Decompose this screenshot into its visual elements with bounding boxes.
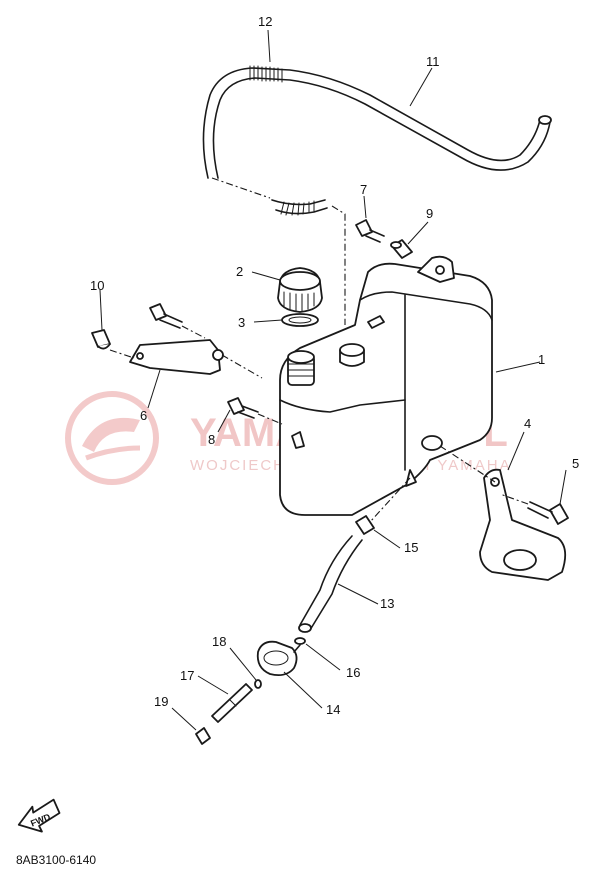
callout-1: 1 [538,352,545,367]
filter-14 [256,640,301,677]
callouts: 1 2 3 4 5 6 7 8 9 10 11 12 13 14 15 16 1… [90,14,579,717]
bolt-6-top [149,303,206,339]
watermark-logo-icon [65,391,159,485]
callout-17: 17 [180,668,194,683]
bolt-10 [91,329,135,359]
bolt-7 [355,219,385,243]
callout-13: 13 [380,596,394,611]
callout-19: 19 [154,694,168,709]
callout-4: 4 [524,416,531,431]
collar-9 [390,239,413,259]
callout-9: 9 [426,206,433,221]
front-bracket [129,339,263,379]
pipe-17 [211,683,253,723]
breather-hose [202,65,552,325]
hose-13 [298,535,363,633]
callout-15: 15 [404,540,418,555]
cap-gasket [281,313,319,327]
fwd-arrow-icon: FWD [17,798,61,833]
callout-11: 11 [426,54,440,69]
diagram-code: 8AB3100-6140 [16,853,96,867]
callout-6: 6 [140,408,147,423]
bolt-5 [499,493,569,525]
callout-7: 7 [360,182,367,197]
tank-cap [277,267,323,313]
callout-10: 10 [90,278,104,293]
callout-14: 14 [326,702,340,717]
leader-lines [99,29,567,731]
bolt-8 [227,397,283,425]
callout-8: 8 [208,432,215,447]
oring-16 [294,637,306,645]
clamp-19 [195,727,211,745]
callout-18: 18 [212,634,226,649]
clamp-15 [355,477,411,535]
clip-18 [254,679,262,689]
oil-tank [279,255,493,516]
callout-16: 16 [346,665,360,680]
callout-12: 12 [258,14,272,29]
rear-bracket [439,445,567,581]
callout-2: 2 [236,264,243,279]
callout-3: 3 [238,315,245,330]
callout-5: 5 [572,456,579,471]
